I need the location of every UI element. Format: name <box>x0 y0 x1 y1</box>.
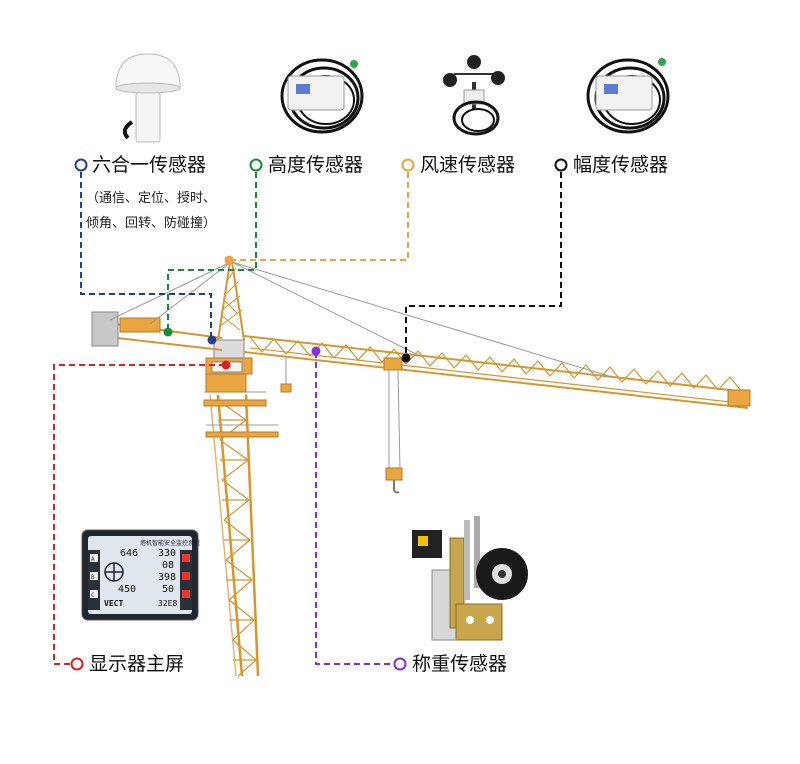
anemometer-icon <box>443 55 505 136</box>
display-value-d: 398 <box>158 572 176 583</box>
display-button-c: C <box>91 592 95 599</box>
connector-height <box>163 172 257 337</box>
crane-trolley-hook <box>280 356 403 494</box>
display-title: 塔机智能安全监控系统 <box>140 539 200 547</box>
connector-display <box>53 360 231 665</box>
height-marker <box>249 158 263 172</box>
gps-antenna-icon <box>115 53 181 143</box>
display-value-f: 50 <box>162 584 174 595</box>
six-in-one-sensor-label: 六合一传感器 <box>92 154 207 176</box>
display-button-b: B <box>91 574 95 581</box>
display-value-b: 330 <box>158 548 176 559</box>
encoder-sensor-icon <box>586 58 670 134</box>
weight-sensor-label: 称重传感器 <box>412 653 508 675</box>
tower-crane <box>91 261 751 677</box>
crane-counter-jib <box>91 261 232 351</box>
display-button-a: A <box>91 556 95 563</box>
display-value-e: 450 <box>118 584 136 595</box>
display-marker <box>70 657 84 671</box>
connector-weight <box>311 346 394 665</box>
six-in-one-marker <box>74 158 88 172</box>
weight-marker <box>393 657 407 671</box>
six-in-one-detail-line2: 倾角、回转、防碰撞） <box>86 216 217 231</box>
six-in-one-detail-line1: （通信、定位、授时、 <box>86 191 217 206</box>
display-value-g: 32E8 <box>158 599 177 608</box>
encoder-sensor-icon <box>280 58 364 134</box>
wind-sensor-label: 风速传感器 <box>420 154 516 176</box>
crane-mast <box>203 391 279 677</box>
lcd-display-icon <box>81 529 199 621</box>
amplitude-marker <box>554 158 568 172</box>
display-value-c: 08 <box>162 560 174 571</box>
amplitude-sensor-label: 幅度传感器 <box>573 154 669 176</box>
display-main-screen-label: 显示器主屏 <box>89 653 185 675</box>
wind-marker <box>401 158 415 172</box>
height-sensor-label: 高度传感器 <box>268 154 364 176</box>
crane-main-jib <box>231 261 751 409</box>
connector-amplitude <box>401 172 562 363</box>
load-pin-icon <box>412 516 528 641</box>
display-value-a: 646 <box>120 548 138 559</box>
crane-tower-top <box>217 261 245 341</box>
connector-six-in-one <box>80 172 217 345</box>
display-brand: VECT <box>104 599 123 608</box>
connector-wind <box>224 172 409 265</box>
